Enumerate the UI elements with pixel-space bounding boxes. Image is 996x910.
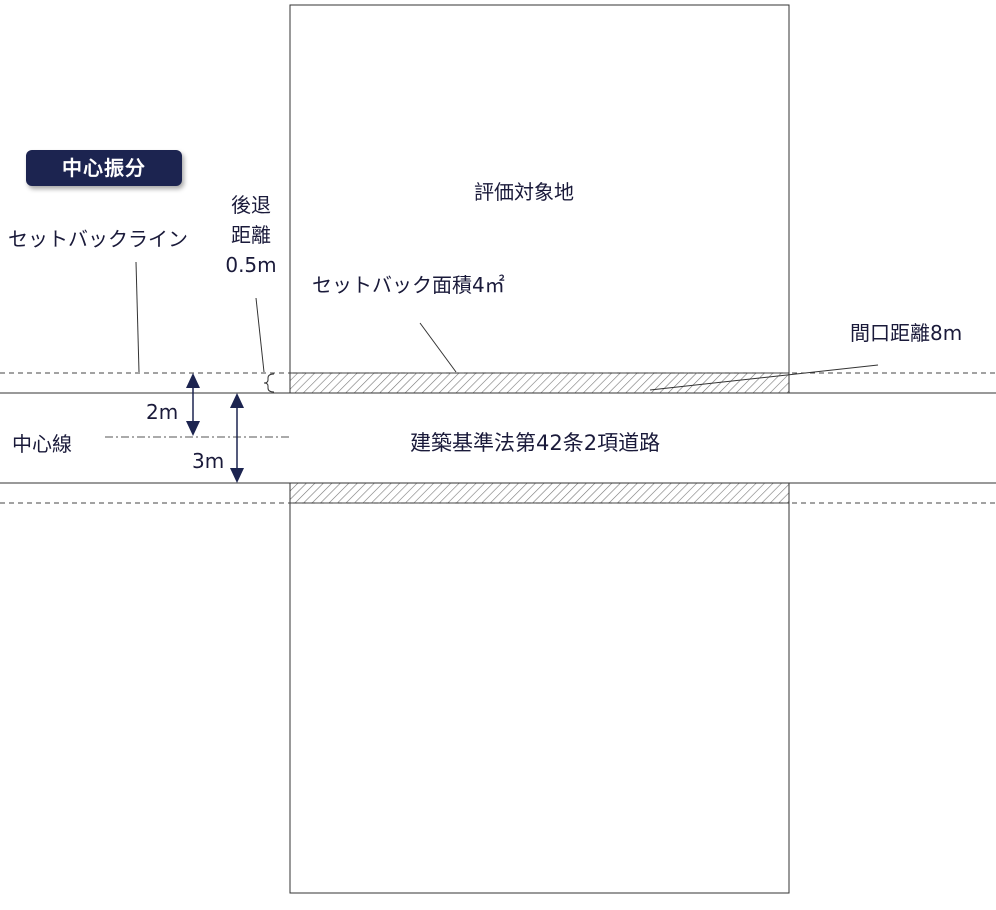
center-split-badge: 中心振分 [26, 150, 182, 186]
center-line-label: 中心線 [12, 432, 72, 456]
leader-setback-distance [255, 297, 265, 373]
subject-land-label: 評価対象地 [474, 180, 574, 204]
setback-distance-line-2: 距離 [231, 223, 271, 247]
dim-3m-arrow-down [230, 468, 244, 483]
leader-setback-area [419, 322, 457, 373]
opposite-lot [289, 502, 790, 894]
leader-setback-line [135, 261, 140, 373]
setback-distance-line-3: 0.5m [225, 253, 277, 277]
setback-hatch-bottom [289, 482, 790, 504]
setback-area-label: セットバック面積4㎡ [312, 273, 505, 297]
dim-3m-label: 3m [192, 449, 225, 473]
frontage-label: 間口距離8m [850, 321, 963, 345]
setback-line-label: セットバックライン [8, 227, 188, 251]
dim-2m-arrow-up [186, 373, 200, 388]
road-label: 建築基準法第42条2項道路 [410, 431, 661, 455]
dim-2m-arrow-down [186, 421, 200, 436]
dim-2m-label: 2m [146, 400, 179, 424]
setback-distance-label: 後退 距離 0.5m [212, 190, 290, 280]
setback-distance-bracket [263, 373, 275, 393]
setback-distance-line-1: 後退 [231, 193, 271, 217]
dim-3m-arrow-up [230, 393, 244, 408]
leader-frontage [649, 364, 879, 391]
